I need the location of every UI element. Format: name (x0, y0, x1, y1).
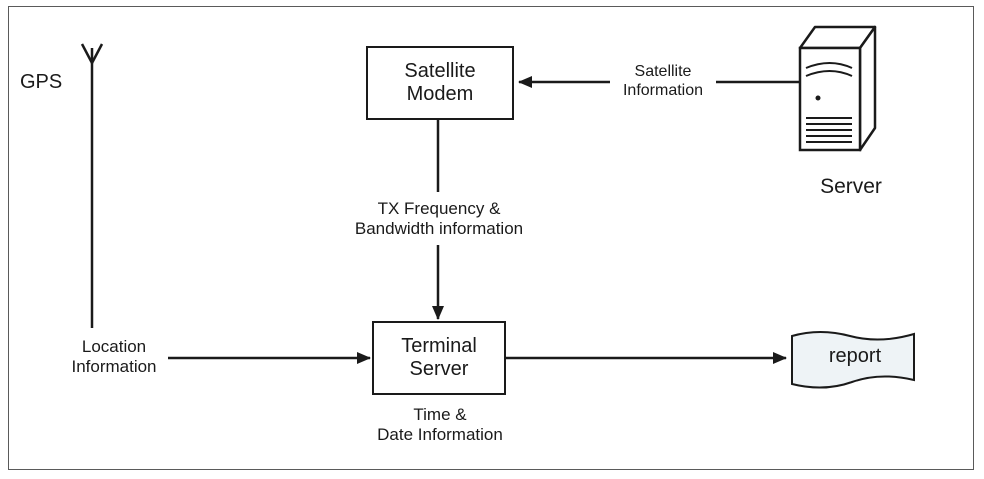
terminal-server-line1: Terminal (401, 335, 477, 357)
satellite-modem-line2: Modem (406, 83, 474, 105)
terminal-server-box: Terminal Server (372, 321, 506, 395)
satellite-info-line2: Information (622, 82, 704, 100)
tx-info-label: TX Frequency & Bandwidth information (334, 199, 544, 240)
tx-info-line2: Bandwidth information (354, 219, 524, 239)
tx-info-line1: TX Frequency & (377, 199, 501, 218)
location-info-line1: Location (81, 337, 147, 356)
time-info-line1: Time & (413, 405, 467, 424)
satellite-info-label: Satellite Information (606, 62, 720, 100)
satellite-modem-line1: Satellite (404, 60, 476, 82)
gps-label: GPS (20, 71, 63, 93)
location-info-label: Location Information (58, 337, 170, 378)
terminal-server-line2: Server (409, 358, 469, 380)
antenna-icon (80, 43, 104, 328)
time-info-label: Time & Date Information (352, 405, 528, 446)
report-label: report (828, 345, 882, 367)
satellite-info-line1: Satellite (634, 63, 692, 80)
location-info-line2: Information (71, 357, 157, 377)
server-label: Server (820, 175, 882, 198)
time-info-line2: Date Information (377, 425, 503, 445)
diagram-frame (8, 6, 974, 470)
document-icon (791, 331, 915, 389)
server-tower-icon (798, 25, 877, 152)
satellite-modem-box: Satellite Modem (366, 46, 514, 120)
